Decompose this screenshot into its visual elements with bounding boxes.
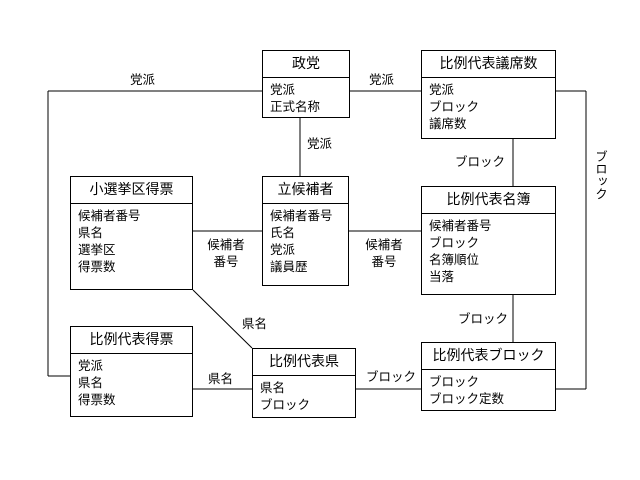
entity-title: 比例代表名簿	[422, 187, 555, 214]
attribute-list: 党派 ブロック 議席数	[422, 78, 555, 132]
attribute: 当落	[429, 269, 455, 284]
attribute: ブロック	[429, 374, 480, 389]
entity-title: 比例代表議席数	[422, 51, 555, 78]
label-ken-block: ブロック	[366, 369, 417, 384]
attribute: 候補者番号	[270, 208, 333, 223]
label-line: 候補者	[365, 237, 403, 252]
attribute-list: 候補者番号 県名 選挙区 得票数	[71, 204, 192, 275]
attribute: 選挙区	[78, 242, 116, 257]
label-sho-kouho: 候補者 番号	[200, 236, 252, 270]
entity-title: 小選挙区得票	[71, 177, 192, 204]
label-line: 番号	[371, 254, 397, 269]
label-line: 候補者	[207, 237, 245, 252]
attribute: 得票数	[78, 392, 116, 407]
entity-title: 比例代表得票	[71, 327, 192, 354]
entity-hirei-tokuhyo: 比例代表得票 党派 県名 得票数	[70, 326, 193, 417]
attribute: 党派	[270, 82, 296, 97]
attribute-list: ブロック ブロック定数	[422, 370, 555, 407]
entity-title: 政党	[263, 51, 349, 78]
attribute: 県名	[78, 225, 104, 240]
attribute: 県名	[260, 380, 286, 395]
label-sho-ken: 県名	[242, 316, 268, 331]
entity-kouho: 立候補者 候補者番号 氏名 党派 議員歴	[262, 176, 349, 286]
attribute: ブロック	[429, 235, 480, 250]
entity-title: 比例代表ブロック	[422, 343, 555, 370]
attribute-list: 候補者番号 ブロック 名簿順位 当落	[422, 214, 555, 285]
attribute: 候補者番号	[429, 218, 492, 233]
attribute-list: 党派 県名 得票数	[71, 354, 192, 408]
label-kouho-meibo: 候補者 番号	[358, 236, 410, 270]
label-meibo-block: ブロック	[458, 311, 509, 326]
entity-shosenkyoku: 小選挙区得票 候補者番号 県名 選挙区 得票数	[70, 176, 193, 290]
attribute: 氏名	[270, 225, 296, 240]
entity-title: 立候補者	[263, 177, 348, 204]
attribute: 名簿順位	[429, 252, 480, 267]
attribute: ブロック	[429, 99, 480, 114]
entity-hirei-block: 比例代表ブロック ブロック ブロック定数	[421, 342, 556, 411]
label-right-vertical: ブロック	[593, 150, 608, 200]
attribute-list: 県名 ブロック	[253, 376, 355, 413]
attribute: 党派	[429, 82, 455, 97]
attribute-list: 党派 正式名称	[263, 78, 349, 115]
entity-seito: 政党 党派 正式名称	[262, 50, 350, 118]
label-seito-kouho: 党派	[307, 136, 333, 151]
entity-hirei-giseki: 比例代表議席数 党派 ブロック 議席数	[421, 50, 556, 139]
attribute: 議席数	[429, 116, 467, 131]
line-sho-ken	[192, 289, 253, 349]
entity-hirei-meibo: 比例代表名簿 候補者番号 ブロック 名簿順位 当落	[421, 186, 556, 295]
attribute: 党派	[270, 242, 296, 257]
attribute: 議員歴	[270, 259, 308, 274]
attribute: 県名	[78, 375, 104, 390]
label-seito-giseki: 党派	[369, 72, 395, 87]
attribute: 正式名称	[270, 99, 321, 114]
attribute: 候補者番号	[78, 208, 141, 223]
label-tokuhyo-ken: 県名	[208, 371, 234, 386]
label-giseki-meibo: ブロック	[455, 154, 506, 169]
label-line: 番号	[213, 254, 239, 269]
label-left-top: 党派	[130, 72, 156, 87]
entity-title: 比例代表県	[253, 349, 355, 376]
attribute: 得票数	[78, 259, 116, 274]
attribute-list: 候補者番号 氏名 党派 議員歴	[263, 204, 348, 275]
attribute: 党派	[78, 358, 104, 373]
entity-hirei-ken: 比例代表県 県名 ブロック	[252, 348, 356, 418]
attribute: ブロック	[260, 397, 311, 412]
attribute: ブロック定数	[429, 391, 505, 406]
